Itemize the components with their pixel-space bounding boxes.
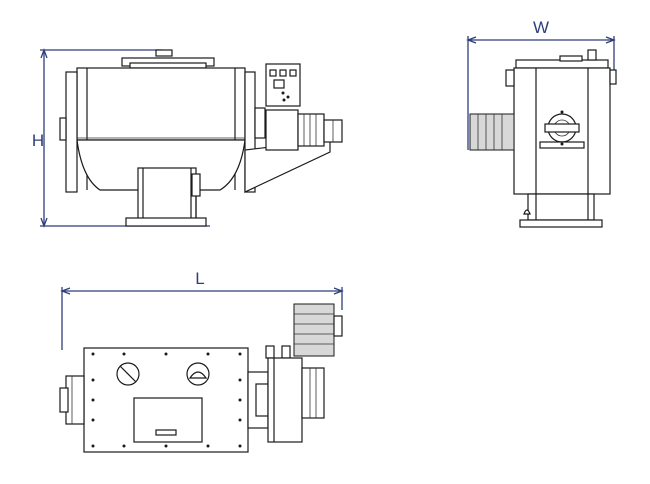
mixer-trough	[76, 67, 246, 191]
height-label: H	[32, 131, 44, 150]
front-view: H	[32, 48, 343, 228]
drive-unit	[244, 109, 343, 193]
inlet-port-left	[116, 362, 140, 386]
side-view: W	[466, 18, 617, 228]
side-body	[505, 67, 617, 195]
height-dimension: H	[32, 48, 210, 228]
right-end-assembly	[247, 371, 269, 429]
top-gearbox	[267, 357, 325, 443]
left-end-assembly	[59, 375, 85, 425]
left-end-plate	[65, 71, 78, 193]
length-label: L	[195, 269, 204, 288]
width-dimension: W	[466, 18, 616, 150]
width-label: W	[533, 18, 549, 37]
inlet-port-right	[186, 362, 210, 386]
support-stand	[125, 167, 207, 227]
side-motor	[469, 113, 515, 151]
lid-handle	[155, 49, 173, 57]
control-box	[265, 63, 301, 107]
top-motor	[293, 303, 343, 357]
side-stand	[519, 193, 603, 228]
length-dimension: L	[60, 269, 344, 350]
inspection-hatch	[133, 397, 203, 443]
top-view: L	[59, 269, 344, 453]
bearing-flange	[539, 110, 585, 149]
